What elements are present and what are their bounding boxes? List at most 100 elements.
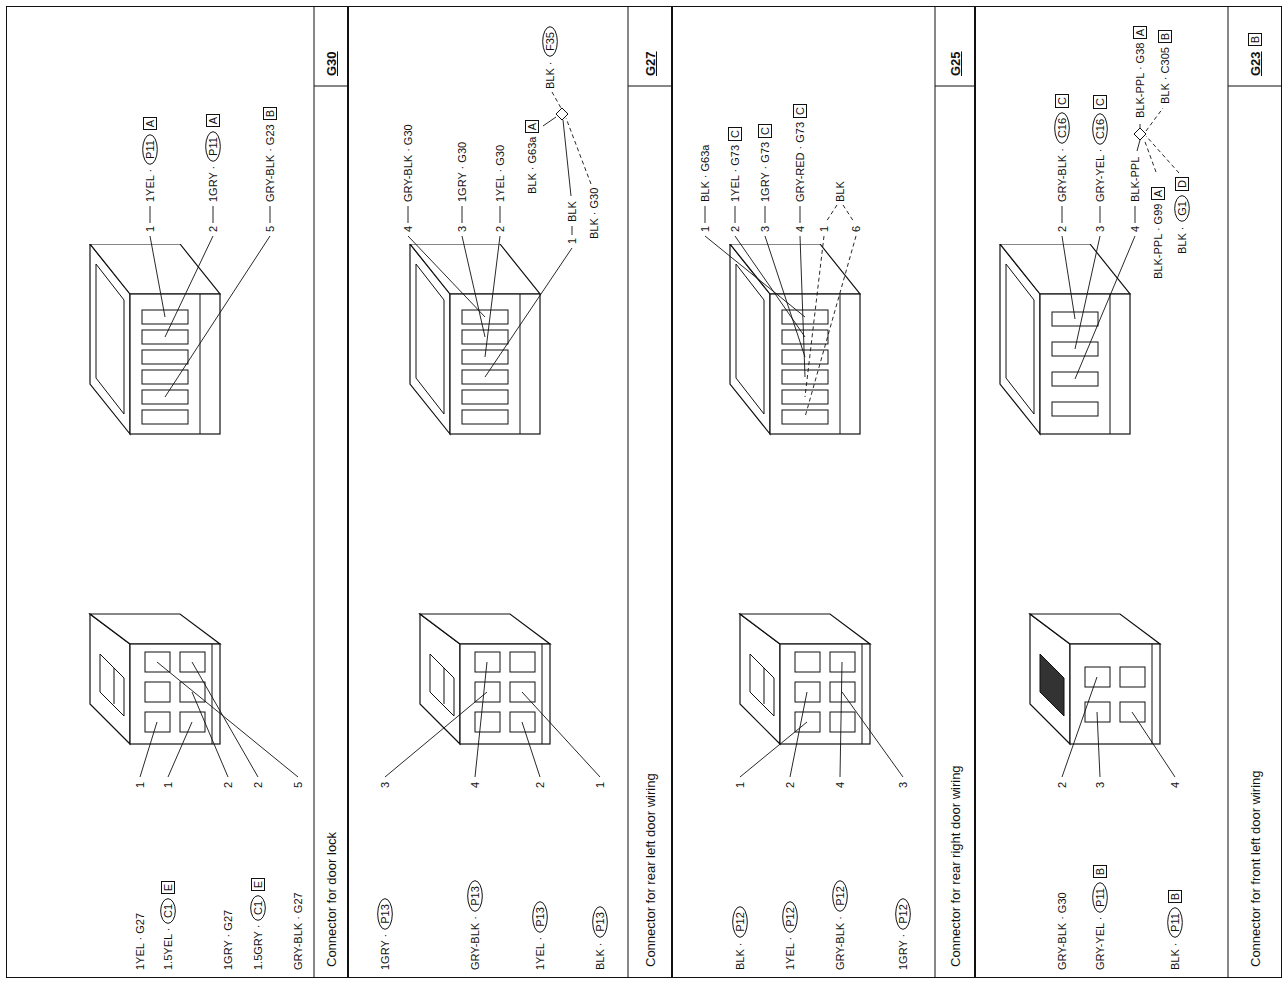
callout-number-text: 2: [1056, 782, 1068, 788]
panel-title: Connector for door lock: [324, 832, 339, 967]
letter-box: D: [1175, 177, 1189, 191]
wire-label-text: GRY-YEL ·: [1094, 149, 1106, 202]
wire-label: 1YEL · G73: [729, 145, 742, 202]
wire-label-text: BLK-PPL: [1129, 157, 1141, 202]
wire-label: BLK-PPL · G38: [1134, 43, 1147, 118]
drawing-part: [1135, 206, 1136, 223]
letter-box: E: [251, 878, 265, 891]
wire-label: GRY-BLK · G23: [264, 124, 277, 202]
ring-outline: [783, 902, 798, 933]
reference-circle: P11: [142, 134, 158, 165]
ring-outline: [378, 899, 393, 930]
callout-number-text: 2: [729, 226, 741, 232]
letter-code: C: [729, 130, 741, 138]
drawing-part: [1228, 6, 1229, 978]
wire-label: GRY-BLK ·: [834, 916, 847, 970]
reference-circle: C1: [160, 898, 176, 924]
wire-label-text: 1GRY ·: [379, 934, 391, 970]
callout-number-text: 2: [1056, 226, 1068, 232]
wire-label: GRY-BLK ·: [1056, 148, 1069, 202]
callout-number-text: 4: [469, 782, 481, 788]
drawing-part: [485, 236, 500, 357]
wire-label-text: 1.5GRY ·: [252, 925, 264, 970]
reference-code: C1: [252, 901, 264, 915]
leader-lines: [140, 117, 1175, 777]
callout-number-text: 4: [402, 226, 414, 232]
wire-label-text: GRY-BLK · G27: [292, 892, 304, 970]
letter-box: A: [525, 120, 539, 133]
wire-label-text: 1GRY · G27: [222, 910, 234, 970]
reference-circle: P12: [895, 898, 911, 930]
callout-number-text: 1: [566, 238, 578, 244]
drawing-part: [1062, 206, 1063, 223]
callout-number: 2: [252, 782, 265, 788]
letter-box: C: [728, 127, 742, 141]
callout-number-text: 3: [379, 782, 391, 788]
callout-number: 1: [566, 238, 579, 244]
drawing-part: [1146, 108, 1163, 131]
letter-box: C: [1093, 95, 1107, 109]
reference-code: C1: [162, 904, 174, 918]
header-rules: [314, 6, 1282, 978]
callout-number-text: 1: [162, 782, 174, 788]
letter-box: C: [793, 104, 807, 118]
wire-label: 1YEL ·: [784, 937, 797, 970]
drawing-part: [462, 206, 463, 223]
reference-code: P13: [469, 886, 481, 906]
callout-number-text: 1: [818, 226, 830, 232]
wire-label-text: 1YEL ·: [534, 937, 546, 970]
wire-label-text: GRY-RED · G73: [794, 122, 806, 202]
reference-code: P11: [144, 140, 156, 159]
callout-number-text: 3: [759, 226, 771, 232]
panel-title: Connector for rear left door wiring: [643, 773, 658, 967]
drawing-part: [150, 236, 165, 317]
wire-label: 1YEL ·: [144, 169, 157, 202]
reference-circle: C16: [1092, 113, 1108, 145]
callout-number: 2: [1056, 226, 1069, 232]
wire-label-text: BLK · C305: [1159, 47, 1171, 104]
callout-number: 2: [494, 226, 507, 232]
reference-circle: P12: [732, 906, 748, 938]
reference-circle: P13: [532, 901, 548, 933]
socket-housing: [90, 244, 220, 434]
callout-number-text: 4: [1169, 782, 1181, 788]
reference-code: C16: [1094, 119, 1106, 139]
wire-label: 1YEL ·: [534, 937, 547, 970]
callout-number-text: 4: [794, 226, 806, 232]
wire-label-text: GRY-BLK · G30: [1056, 892, 1068, 970]
drawing-part: [826, 205, 837, 222]
callout-number: 1: [162, 782, 175, 788]
drawing-part: [1097, 712, 1100, 777]
wire-label: BLK-PPL · G99: [1152, 204, 1165, 279]
drawing-part: [165, 236, 213, 337]
callout-number: 4: [1129, 226, 1142, 232]
dashed-leaders: [552, 92, 1179, 417]
ring-outline: [896, 899, 911, 930]
callout-number-text: 1: [594, 782, 606, 788]
drawing-part: [800, 206, 801, 223]
letter-code: B: [1169, 893, 1181, 900]
wire-label: GRY-YEL ·: [1094, 917, 1107, 970]
callout-number: 3: [456, 226, 469, 232]
letter-box: A: [206, 114, 220, 127]
drawing-part: [408, 206, 409, 223]
drawing-part: [790, 692, 807, 777]
ring-outline: [543, 27, 558, 57]
reference-code: P13: [534, 907, 546, 927]
wire-label: GRY-RED · G73: [794, 122, 807, 202]
wire-label-text: BLK-PPL · G38: [1134, 43, 1146, 118]
reference-circle: G1: [1174, 195, 1190, 222]
letter-code: A: [144, 120, 156, 127]
connector-panel: Connector for rear left door wiringG27P1…: [348, 6, 672, 978]
connector-panel: Connector for rear right door wiringG25C…: [672, 6, 975, 978]
letter-code: E: [252, 881, 264, 888]
wire-label: BLK ·: [1169, 942, 1182, 970]
letter-box: C: [1055, 94, 1069, 108]
connector-panel: Connector for door lockG30P11AC1EP11AC1E…: [6, 6, 348, 978]
wire-label-text: BLK ·: [1169, 942, 1181, 970]
plug-housing: [740, 614, 870, 744]
callout-number: 4: [834, 782, 847, 788]
drawing-part: [157, 662, 298, 777]
callout-number-text: 2: [222, 782, 234, 788]
ring-outline: [1168, 908, 1183, 938]
